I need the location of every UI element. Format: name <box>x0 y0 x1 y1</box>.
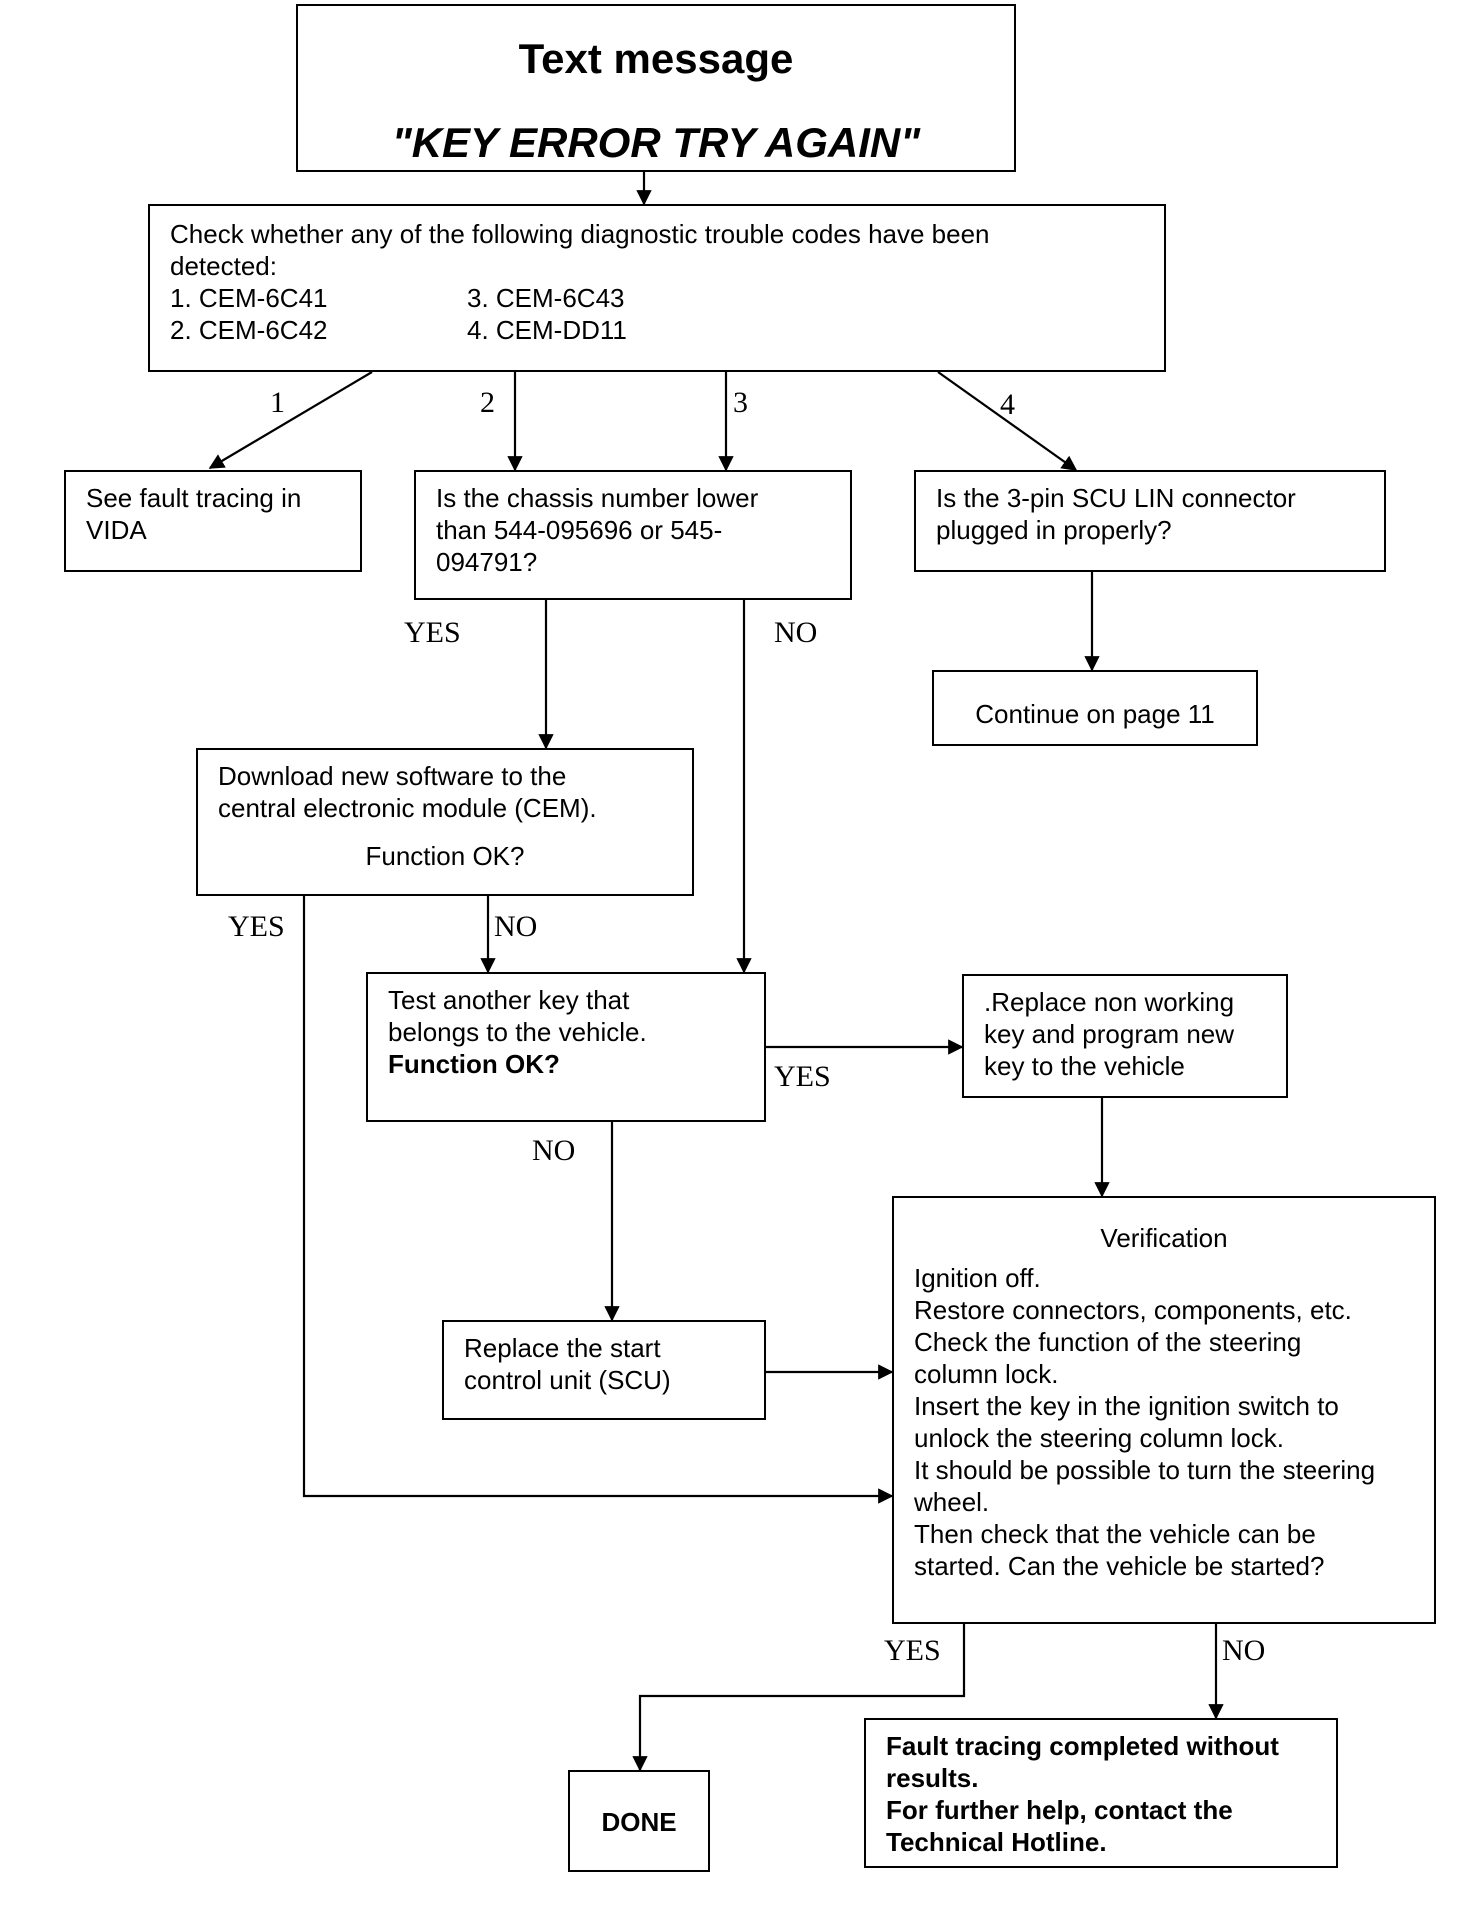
verify-yes-label: YES <box>884 1634 941 1667</box>
verification-line: Insert the key in the ignition switch to <box>914 1391 1339 1421</box>
verification-line: Then check that the vehicle can be <box>914 1519 1316 1549</box>
verification-line: Restore connectors, components, etc. <box>914 1295 1352 1325</box>
check-codes-intro-2: detected: <box>170 251 277 281</box>
fault-complete-line1: Fault tracing completed without <box>886 1731 1279 1761</box>
continue-page-text: Continue on page 11 <box>975 699 1215 729</box>
chassis-yes-label: YES <box>404 616 461 649</box>
header-box: Text message "KEY ERROR TRY AGAIN" <box>296 4 1016 172</box>
test-key-box: Test another key that belongs to the veh… <box>366 972 766 1122</box>
download-software-box: Download new software to the central ele… <box>196 748 694 896</box>
branch-label-1: 1 <box>270 386 285 419</box>
verification-line: Ignition off. <box>914 1263 1041 1293</box>
verification-line: column lock. <box>914 1359 1059 1389</box>
see-vida-line1: See fault tracing in <box>86 483 302 513</box>
continue-page-box: Continue on page 11 <box>932 670 1258 746</box>
arrow-branch-4 <box>937 371 1078 471</box>
chassis-line1: Is the chassis number lower <box>436 483 759 513</box>
arrow-branch-1 <box>208 371 373 469</box>
fault-complete-line2: results. <box>886 1763 979 1793</box>
done-text: DONE <box>601 1807 677 1837</box>
see-vida-box: See fault tracing in VIDA <box>64 470 362 572</box>
chassis-line2: than 544-095696 or 545- <box>436 515 723 545</box>
testkey-no-label: NO <box>532 1134 576 1167</box>
verification-line: unlock the steering column lock. <box>914 1423 1284 1453</box>
scu-connector-box: Is the 3-pin SCU LIN connector plugged i… <box>914 470 1386 572</box>
replace-scu-line1: Replace the start <box>464 1333 661 1363</box>
check-codes-intro: Check whether any of the following diagn… <box>170 219 990 249</box>
replace-key-line1: .Replace non working <box>984 987 1235 1017</box>
arrow-verify-yes <box>632 1624 966 1772</box>
test-key-line3: Function OK? <box>388 1049 560 1079</box>
branch-label-3: 3 <box>733 386 748 419</box>
code-1: 1. CEM-6C41 <box>170 283 328 313</box>
download-line1: Download new software to the <box>218 761 567 791</box>
fault-complete-box: Fault tracing completed without results.… <box>864 1718 1338 1868</box>
check-codes-box: Check whether any of the following diagn… <box>148 204 1166 372</box>
code-3: 3. CEM-6C43 <box>467 283 625 313</box>
test-key-line2: belongs to the vehicle. <box>388 1017 647 1047</box>
see-vida-line2: VIDA <box>86 515 147 545</box>
fault-complete-line3: For further help, contact the <box>886 1795 1233 1825</box>
verification-box: Verification Ignition off. Restore conne… <box>892 1196 1436 1624</box>
verification-title: Verification <box>1100 1223 1228 1253</box>
verification-line: Check the function of the steering <box>914 1327 1302 1357</box>
replace-scu-line2: control unit (SCU) <box>464 1365 671 1395</box>
download-no-label: NO <box>494 910 538 943</box>
scu-connector-line1: Is the 3-pin SCU LIN connector <box>936 483 1296 513</box>
download-yes-label: YES <box>228 910 285 943</box>
test-key-line1: Test another key that <box>388 985 630 1015</box>
replace-scu-box: Replace the start control unit (SCU) <box>442 1320 766 1420</box>
scu-connector-line2: plugged in properly? <box>936 515 1172 545</box>
chassis-line3: 094791? <box>436 547 538 577</box>
chassis-question-box: Is the chassis number lower than 544-095… <box>414 470 852 600</box>
verification-line: wheel. <box>914 1487 990 1517</box>
header-message: "KEY ERROR TRY AGAIN" <box>391 119 921 166</box>
fault-complete-line4: Technical Hotline. <box>886 1827 1107 1857</box>
branch-label-2: 2 <box>480 386 495 419</box>
arrow-download-yes <box>302 896 894 1504</box>
replace-key-line2: key and program new <box>984 1019 1235 1049</box>
code-2: 2. CEM-6C42 <box>170 315 328 345</box>
replace-key-line3: key to the vehicle <box>984 1051 1185 1081</box>
testkey-yes-label: YES <box>774 1060 831 1093</box>
verify-no-label: NO <box>1222 1634 1266 1667</box>
verification-line: started. Can the vehicle be started? <box>914 1551 1325 1581</box>
done-box: DONE <box>568 1770 710 1872</box>
code-4: 4. CEM-DD11 <box>467 315 627 345</box>
download-line2: central electronic module (CEM). <box>218 793 597 823</box>
download-line3: Function OK? <box>365 841 525 871</box>
header-title: Text message <box>518 35 794 82</box>
replace-key-box: .Replace non working key and program new… <box>962 974 1288 1098</box>
verification-line: It should be possible to turn the steeri… <box>914 1455 1376 1485</box>
chassis-no-label: NO <box>774 616 818 649</box>
branch-label-4: 4 <box>1000 388 1015 421</box>
